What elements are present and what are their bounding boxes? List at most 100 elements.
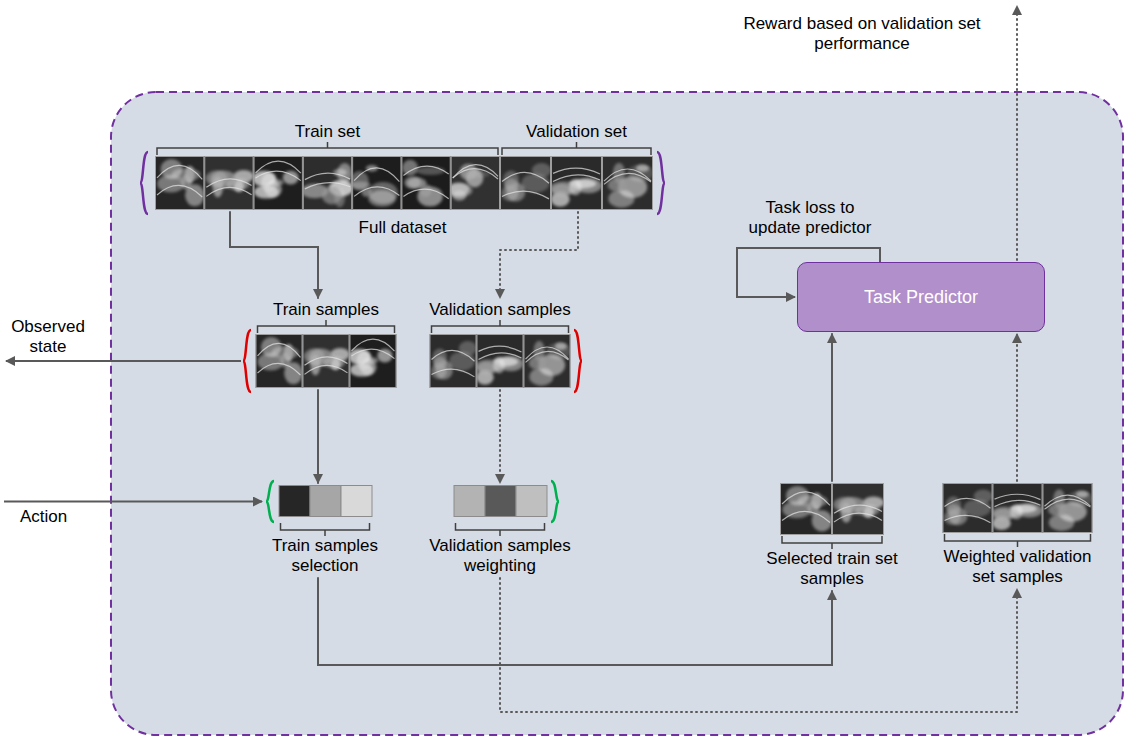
thumb-echo <box>261 337 282 357</box>
annotation-label: Observed state <box>6 317 90 357</box>
bracket-line <box>502 142 651 155</box>
thumb-ground <box>500 156 551 210</box>
node-label: Selected train set samples <box>757 549 907 589</box>
image-group: Validation samples <box>420 300 580 388</box>
thumb-ground <box>1043 483 1093 533</box>
ultrasound-thumbnail <box>602 156 653 210</box>
thumb-border <box>943 484 992 533</box>
bracket-line <box>281 523 370 536</box>
thumb-arc <box>782 511 830 522</box>
thumb-arc <box>305 357 348 365</box>
thumb-arc <box>305 173 350 180</box>
ultrasound-thumbnail <box>500 156 551 210</box>
ultrasound-thumbnail <box>303 334 350 388</box>
bracket <box>255 320 397 334</box>
thumb-arc <box>945 498 991 508</box>
node-label: Train samples selection <box>255 536 395 576</box>
red-brace <box>574 330 582 392</box>
thumb-arc <box>157 185 202 197</box>
thumb-echo <box>459 341 477 355</box>
ultrasound-strip <box>757 483 907 535</box>
thumb-border <box>430 335 476 388</box>
bracket <box>930 533 1105 547</box>
thumb-arc <box>352 349 395 358</box>
node-label: Train set <box>155 122 500 142</box>
bracket <box>757 535 907 549</box>
bracket-line <box>456 523 545 536</box>
connector <box>230 212 318 298</box>
process-box: Task Predictor <box>797 262 1045 332</box>
ultrasound-thumbnail <box>155 156 204 210</box>
weight-squares: Train samples selection <box>255 485 395 576</box>
weight-squares: Validation samples weighting <box>415 485 585 576</box>
ultrasound-strip <box>255 334 397 388</box>
bracket <box>415 522 585 536</box>
thumb-echo <box>477 362 496 375</box>
ultrasound-thumbnail <box>401 156 450 210</box>
thumb-border <box>156 157 204 210</box>
thumb-echo <box>451 183 470 197</box>
thumb-border <box>205 157 253 210</box>
thumb-arc <box>432 350 475 361</box>
thumb-arc <box>256 171 301 180</box>
thumb-arc <box>553 168 600 174</box>
thumb-arc <box>305 365 348 374</box>
bracket-line <box>258 320 395 333</box>
thumb-border <box>254 157 302 210</box>
bracket <box>155 142 500 156</box>
ultrasound-thumbnail <box>780 483 832 535</box>
state-arrow <box>6 360 241 362</box>
thumb-echo <box>608 178 627 192</box>
ultrasound-thumbnail <box>477 334 524 388</box>
thumb-arc <box>834 505 882 513</box>
annotation-label: Task loss to update predictor <box>740 198 880 238</box>
thumb-border <box>350 335 396 388</box>
weight-square <box>310 486 341 517</box>
thumb-arc <box>834 513 882 522</box>
thumb-echo <box>1010 505 1022 520</box>
thumb-echo <box>322 187 342 205</box>
connector <box>500 212 578 298</box>
ultrasound-strip <box>500 156 653 210</box>
ultrasound-thumbnail <box>352 156 401 210</box>
thumb-echo <box>330 348 349 361</box>
thumb-ground <box>303 334 350 388</box>
connector <box>1016 334 1018 481</box>
ultrasound-thumbnail <box>350 334 397 388</box>
thumb-border <box>833 484 884 535</box>
weight-square <box>279 486 310 517</box>
green-brace <box>551 481 559 522</box>
thumb-arc <box>258 343 301 357</box>
thumb-echo <box>552 184 572 197</box>
weight-square <box>485 486 516 517</box>
thumb-echo <box>419 184 431 197</box>
thumb-echo <box>532 163 551 177</box>
thumb-echo <box>786 486 809 505</box>
connector <box>831 334 833 481</box>
thumb-border <box>552 157 602 210</box>
thumb-border <box>353 157 401 210</box>
thumb-arc <box>782 492 830 505</box>
thumb-echo <box>434 356 446 369</box>
ultrasound-thumbnail <box>204 156 253 210</box>
bracket-line <box>432 320 569 333</box>
thumb-arc <box>553 175 600 182</box>
thumb-arc <box>403 166 448 175</box>
bracket <box>255 522 395 536</box>
thumb-arc <box>502 172 549 183</box>
thumb-echo <box>947 504 960 516</box>
thumb-ground <box>602 156 653 210</box>
node-label: Validation samples weighting <box>415 536 585 576</box>
bracket-line <box>945 534 1091 547</box>
connector <box>317 390 319 483</box>
thumb-arc <box>502 191 549 199</box>
thumb-arc <box>305 183 350 189</box>
thumb-ground <box>256 334 303 388</box>
green-brace <box>266 481 274 522</box>
image-group: Train set <box>155 122 500 210</box>
dataset-group: Full datasetTrain setValidation set <box>135 122 670 242</box>
thumb-arc <box>354 168 399 182</box>
ultrasound-thumbnail <box>303 156 352 210</box>
action-arrow <box>4 501 262 503</box>
